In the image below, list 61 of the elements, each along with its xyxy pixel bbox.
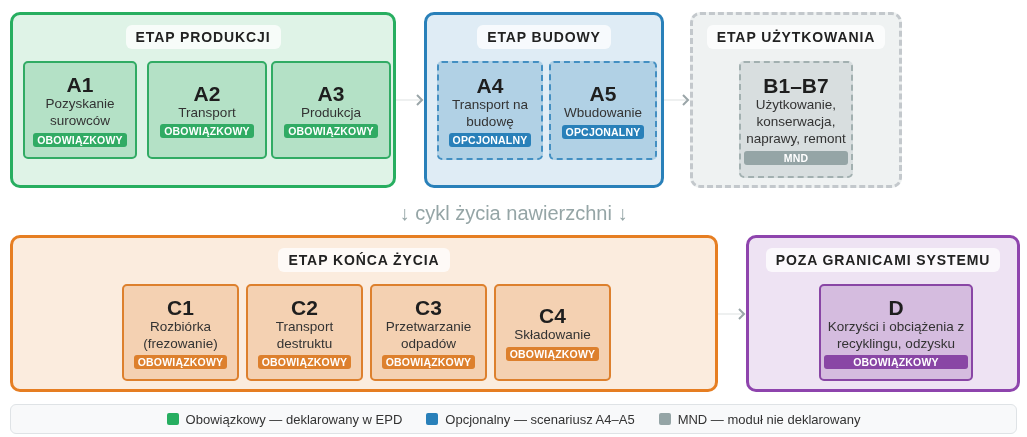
legend-label: MND — moduł nie deklarowany: [677, 411, 861, 427]
module-code: C2: [291, 295, 318, 319]
status-tag: OBOWIĄZKOWY: [33, 132, 127, 147]
module-code: A3: [317, 81, 345, 105]
module-code: C4: [539, 304, 566, 328]
status-tag: OBOWIĄZKOWY: [284, 124, 378, 139]
module-code: A4: [476, 73, 504, 97]
module-description: Korzyści i obciążenia z recyklingu, odzysku: [826, 318, 966, 353]
module-box: [739, 61, 853, 178]
module-box: [147, 61, 267, 159]
stage-panel: [10, 12, 396, 188]
module-code: A5: [589, 82, 617, 106]
status-tag: OBOWIĄZKOWY: [257, 355, 352, 370]
legend-label: Opcjonalny — scenariusz A4–A5: [445, 411, 635, 427]
status-tag: OBOWIĄZKOWY: [381, 355, 476, 370]
module-code: A1: [66, 73, 94, 97]
status-tag: OBOWIĄZKOWY: [160, 124, 254, 139]
module-box: [549, 61, 657, 160]
stage-title: ETAP KOŃCA ŻYCIA: [278, 248, 450, 272]
module-box: [246, 284, 363, 381]
module-code: C1: [167, 295, 194, 319]
module-description: Transport destruktu: [274, 318, 335, 353]
chevron-arrow: [717, 308, 746, 320]
chevron-arrow: [395, 94, 424, 106]
module-description: Transport: [178, 104, 236, 122]
module-description: Rozbiórka (frezowanie): [142, 318, 219, 353]
stage-panel: [746, 235, 1020, 392]
module-code: B1–B7: [763, 74, 829, 98]
module-description: Przetwarzanie odpadów: [384, 318, 473, 353]
module-box: [271, 61, 391, 159]
module-box: [370, 284, 487, 381]
stage-title: ETAP BUDOWY: [477, 25, 611, 49]
module-box: [122, 284, 239, 381]
module-box: [494, 284, 611, 381]
stage-title: ETAP PRODUKCJI: [125, 25, 281, 49]
stage-panel: [690, 12, 902, 188]
stage-title: ETAP UŻYTKOWANIA: [706, 25, 886, 49]
module-code: C3: [415, 295, 442, 319]
legend-label: Obowiązkowy — deklarowany w EPD: [185, 411, 403, 427]
module-description: Transport na budowę: [450, 96, 529, 131]
stage-title: POZA GRANICAMI SYSTEMU: [765, 248, 1001, 272]
chevron-arrow: [663, 94, 690, 106]
status-tag: OBOWIĄZKOWY: [824, 355, 968, 370]
module-description: Składowanie: [514, 327, 591, 344]
stage-panel: [424, 12, 664, 188]
stage-panel: [10, 235, 718, 392]
module-description: Wbudowanie: [563, 105, 642, 122]
status-tag: OPCJONALNY: [448, 133, 532, 148]
status-tag: MND: [744, 150, 848, 165]
status-tag: OBOWIĄZKOWY: [133, 355, 228, 370]
module-code: D: [888, 295, 904, 319]
status-tag: OBOWIĄZKOWY: [505, 347, 600, 361]
module-box: [437, 61, 543, 160]
flow-note: ↓ cykl życia nawierzchni ↓: [398, 202, 629, 225]
module-box: [819, 284, 973, 381]
module-description: Pozyskanie surowców: [44, 96, 116, 130]
module-description: Użytkowanie, konserwacja, naprawy, remont: [745, 97, 847, 148]
module-description: Produkcja: [300, 104, 361, 122]
module-box: [23, 61, 137, 159]
status-tag: OPCJONALNY: [561, 125, 645, 139]
module-code: A2: [193, 81, 221, 105]
